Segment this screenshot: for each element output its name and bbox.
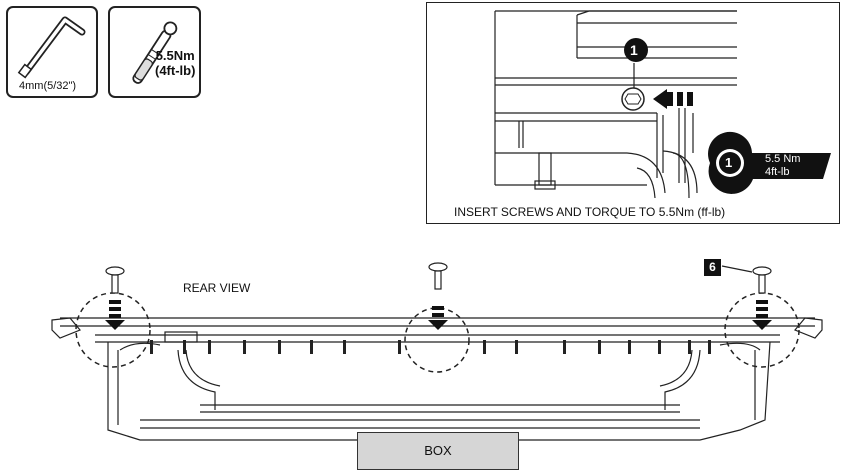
box-label: BOX [357,432,519,470]
wrench-torque-ftlb: 4ft-lb [765,166,790,178]
detail-inset: 1 1 5.5 Nm 4ft-lb INSERT SCREWS AND TORQ… [426,2,840,224]
torque-wrench-icon [132,21,178,84]
wrench-torque-label: 5.5 Nm 4ft-lb [765,153,800,179]
wrench-torque-nm: 5.5 Nm [765,153,801,165]
detail-caption: INSERT SCREWS AND TORQUE TO 5.5Nm (ff-lb… [454,205,726,219]
hex-key-tool-box: 4mm(5/32") [6,6,98,98]
torque-wrench-tool-box: 5.5Nm (4ft-lb) [108,6,201,98]
step-number-badge: 6 [704,259,721,276]
detail-drawing [494,10,831,199]
rear-view-label: REAR VIEW [183,281,251,295]
torque-value-nm: 5.5Nm [155,48,195,63]
hex-key-icon [17,16,86,79]
torque-value-label: 5.5Nm (4ft-lb) [155,48,195,78]
torque-value-ftlb: (4ft-lb) [155,63,196,78]
detail-callout-number: 1 [630,42,638,58]
hex-key-size-label: 4mm(5/32") [19,80,77,92]
wrench-callout-number: 1 [725,155,733,170]
